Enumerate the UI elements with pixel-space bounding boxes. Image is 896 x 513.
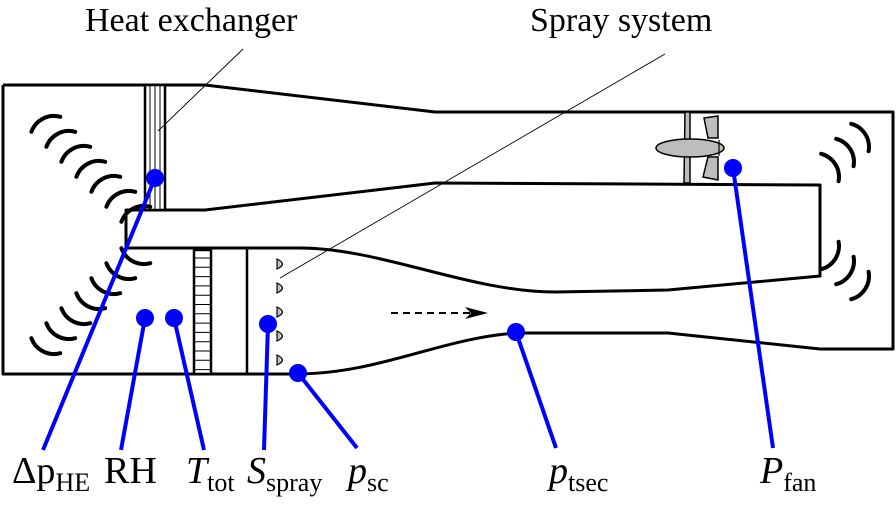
sensor-dot-t-tot	[165, 309, 183, 327]
fan-blade-rear-top	[703, 115, 719, 139]
sensor-label-t-tot: Ttot	[186, 452, 235, 496]
spray-nozzle	[276, 258, 284, 270]
turning-vane	[104, 189, 138, 209]
spray-nozzle	[276, 354, 284, 366]
turning-vanes	[29, 114, 871, 356]
sensor-label-rh: RH	[104, 450, 157, 492]
p-tsec-subscript: tsec	[568, 468, 609, 497]
spray-nozzle	[276, 282, 284, 294]
p-tsec-symbol: p	[549, 450, 568, 492]
sensor-label-p-sc: psc	[348, 452, 389, 496]
turning-vane	[834, 254, 856, 287]
turning-vane	[819, 239, 841, 272]
turning-vane	[89, 276, 123, 296]
turning-vane	[119, 204, 153, 224]
turning-vane	[89, 174, 123, 194]
flow-arrow	[391, 307, 488, 319]
turning-vane	[59, 306, 93, 326]
sensor-label-dp-he: ΔpHE	[12, 452, 90, 496]
s-spray-subscript: spray	[266, 468, 323, 497]
dp-he-symbol: Δp	[12, 450, 56, 492]
t-tot-symbol: T	[186, 450, 208, 492]
fan-blade-rear-bottom	[702, 156, 719, 181]
sensor-label-s-spray: Sspray	[247, 452, 322, 496]
spray-nozzles	[276, 258, 284, 366]
p-fan-subscript: fan	[783, 468, 817, 497]
turning-vane	[44, 129, 78, 149]
inner-separator	[124, 181, 822, 294]
turning-vane	[29, 114, 63, 134]
sensor-label-p-tsec: ptsec	[549, 452, 608, 496]
test-section-bottom-wall	[294, 110, 895, 376]
spray-system-leader	[279, 53, 666, 279]
heat-exchanger-label: Heat exchanger	[85, 2, 298, 39]
sensors	[41, 159, 775, 451]
sensor-dot-p-tsec	[507, 323, 525, 341]
sensor-dot-s-spray	[259, 315, 277, 333]
spray-nozzle	[276, 330, 284, 342]
sensor-dot-p-sc	[289, 364, 307, 382]
sensor-dot-p-fan	[724, 159, 742, 177]
turning-vane	[834, 136, 856, 169]
outer-top-wall	[3, 83, 820, 114]
p-fan-symbol: P	[760, 450, 784, 492]
turning-vane	[74, 159, 108, 179]
p-sc-symbol: p	[348, 450, 367, 492]
turning-vane	[29, 336, 63, 356]
fan	[655, 111, 725, 184]
turning-vane	[104, 261, 138, 281]
turning-vane	[59, 144, 93, 164]
sensor-dot-rh	[136, 309, 154, 327]
s-spray-symbol: S	[247, 450, 266, 492]
turning-vane	[44, 321, 78, 341]
turning-vane	[849, 269, 871, 302]
turning-vane	[819, 151, 841, 184]
spray-nozzle	[276, 306, 284, 318]
t-tot-subscript: tot	[207, 468, 235, 497]
sensor-label-p-fan: Pfan	[760, 452, 816, 496]
dp-he-subscript: HE	[55, 468, 91, 497]
flow-straightener	[192, 248, 249, 376]
fan-hub	[655, 138, 725, 158]
spray-system-label: Spray system	[530, 2, 713, 39]
sensor-dot-dp-he	[146, 169, 164, 187]
turning-vane	[849, 121, 871, 154]
heat-exchanger-leader	[157, 48, 244, 132]
p-sc-subscript: sc	[367, 468, 389, 497]
